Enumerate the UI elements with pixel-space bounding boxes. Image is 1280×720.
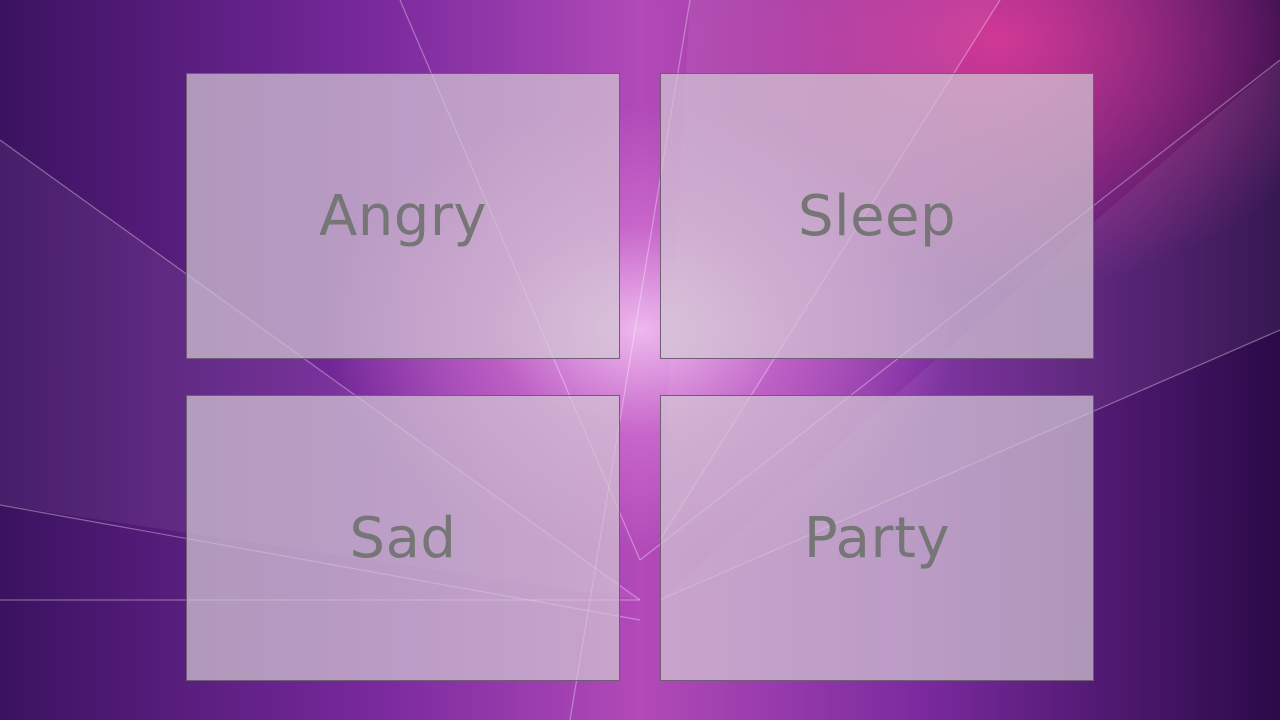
tile-party[interactable]: Party bbox=[660, 395, 1094, 681]
tile-sad[interactable]: Sad bbox=[186, 395, 620, 681]
tile-label: Party bbox=[803, 505, 951, 571]
tile-sleep[interactable]: Sleep bbox=[660, 73, 1094, 359]
tile-angry[interactable]: Angry bbox=[186, 73, 620, 359]
tile-label: Sleep bbox=[797, 183, 957, 249]
tile-label: Angry bbox=[318, 183, 487, 249]
tile-label: Sad bbox=[349, 505, 457, 571]
